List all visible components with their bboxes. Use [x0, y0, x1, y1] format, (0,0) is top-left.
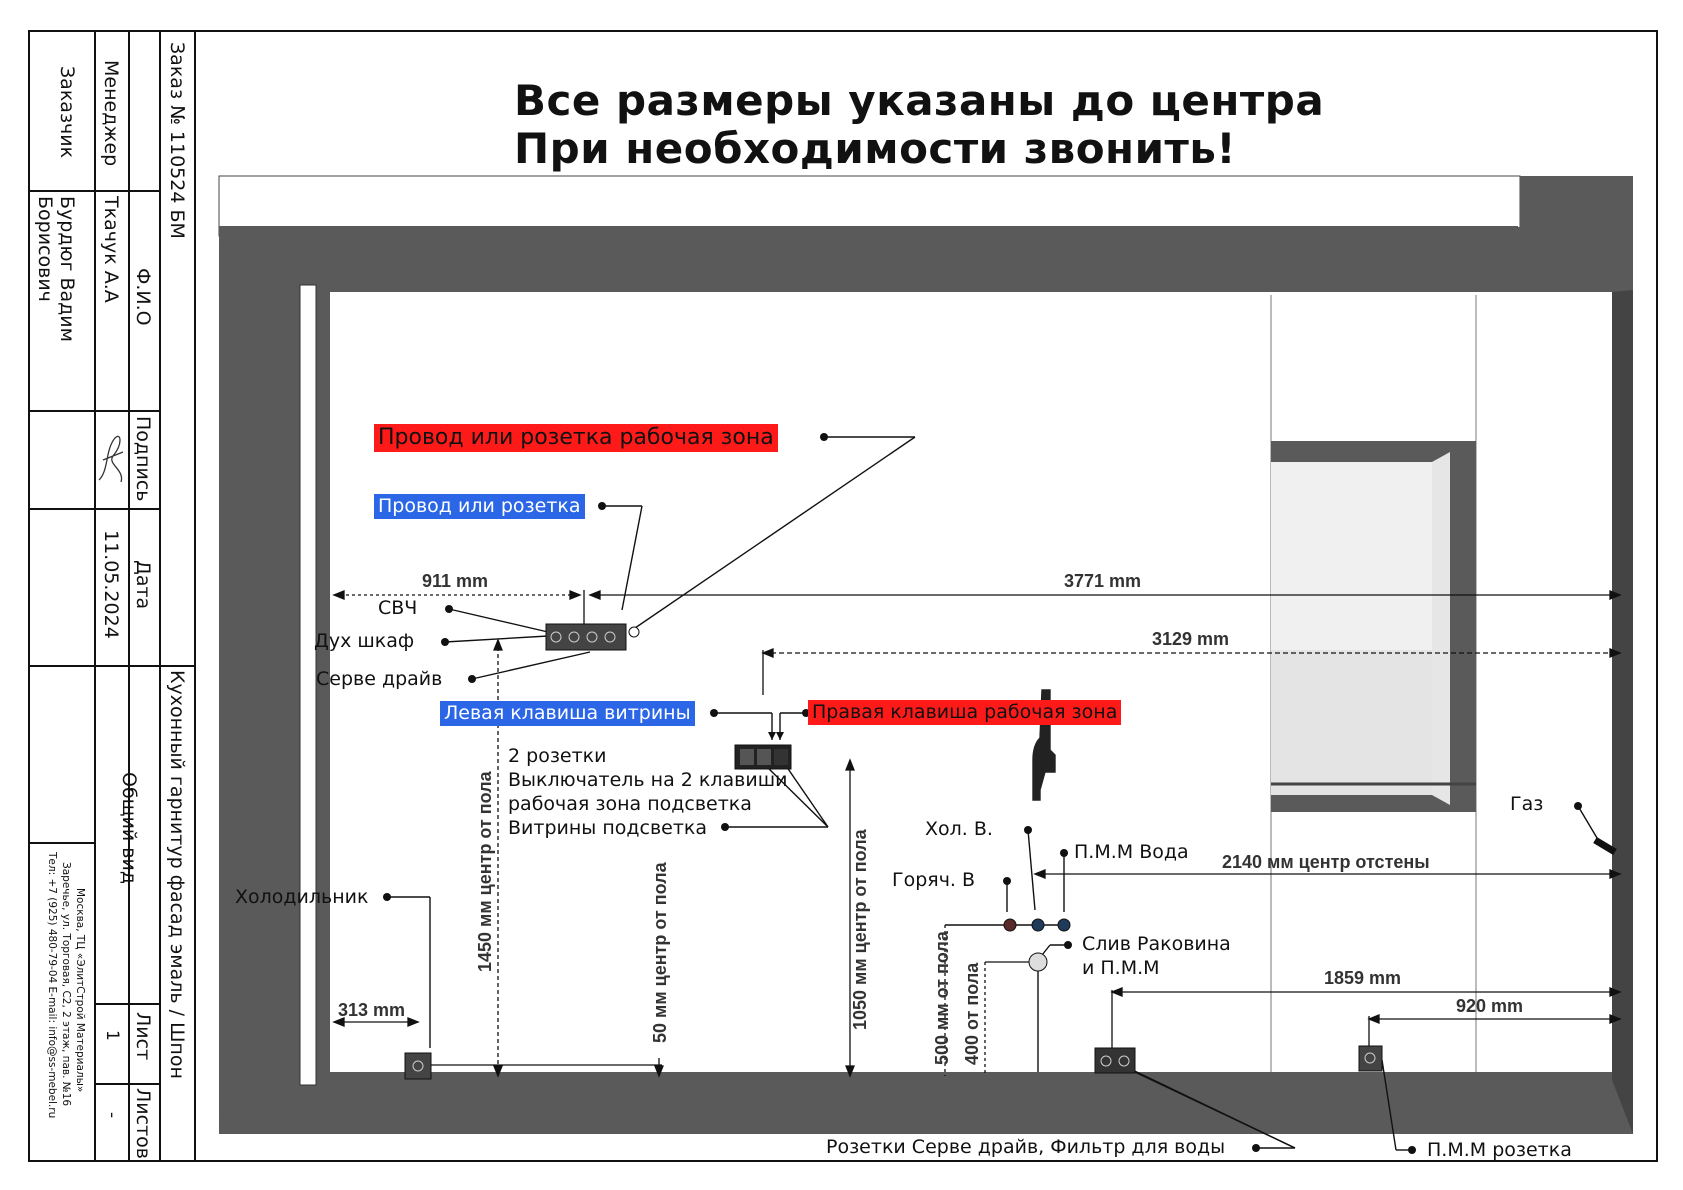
- dim-1859: 1859 mm: [1324, 968, 1402, 988]
- label-two-outlets-2: Выключатель на 2 клавиши: [508, 769, 788, 791]
- company-line1: Москва, ТЦ «ЭлитСтрой Материалы»: [74, 888, 86, 1093]
- company-line2: Заречье, ул. Торговая, С2, 2 этаж, пав. …: [60, 862, 72, 1107]
- drawing-frame: [28, 30, 1658, 1162]
- label-oven: Дух шкаф: [314, 630, 415, 652]
- dim-500: 500 мм от пола: [932, 931, 952, 1065]
- tb-divider: [159, 30, 161, 1162]
- signature-label: Подпись: [132, 416, 154, 502]
- customer-name-line2: Борисович: [34, 196, 56, 302]
- dim-911: 911 mm: [422, 571, 489, 591]
- dim-50: 50 мм центр от пола: [650, 862, 670, 1043]
- dim-313: 313 mm: [338, 1000, 406, 1020]
- tb-divider: [128, 1003, 130, 1162]
- label-gas: Газ: [1510, 793, 1544, 815]
- project-name: Кухонный гарнитур фасад эмаль / Шпон: [166, 670, 188, 1079]
- label-dishwasher-outlet: П.М.М розетка: [1427, 1139, 1572, 1161]
- fio-label: Ф.И.О: [132, 268, 154, 326]
- callout-red-work-zone: Провод или розетка рабочая зона: [374, 424, 778, 452]
- customer-name-line1: Бурдюг Вадим: [56, 196, 78, 342]
- socket-block-4: [545, 623, 627, 651]
- label-drain-2: и П.М.М: [1082, 957, 1160, 979]
- label-two-outlets-3: рабочая зона подсветка: [508, 793, 752, 815]
- label-cold-water: Хол. В.: [925, 818, 993, 840]
- label-fridge: Холодильник: [235, 886, 369, 908]
- tb-divider: [28, 410, 160, 412]
- label-bottom-outlets: Розетки Серве драйв, Фильтр для воды: [826, 1136, 1226, 1158]
- tb-divider: [28, 842, 94, 844]
- dim-1450: 1450 мм центр от пола: [475, 771, 495, 972]
- manager-label: Менеджер: [100, 60, 122, 167]
- date-label: Дата: [132, 560, 154, 610]
- room-shell: [218, 175, 1633, 1134]
- label-hot-water: Горяч. В: [892, 869, 976, 891]
- dim-3129: 3129 mm: [1152, 629, 1230, 649]
- company-line3: Тел: +7 (925) 480-79-04 E-mail: info@ss-…: [46, 852, 58, 1119]
- tb-divider: [94, 1083, 160, 1085]
- headline-line2: При необходимости звонить!: [514, 124, 1237, 173]
- manager-name: Ткачук А.А: [100, 196, 122, 303]
- tb-divider: [28, 665, 194, 667]
- label-two-outlets-1: 2 розетки: [508, 745, 607, 767]
- date-value: 11.05.2024: [100, 530, 122, 639]
- tb-divider: [94, 1003, 160, 1005]
- label-drain-1: Слив Раковина: [1082, 933, 1231, 955]
- order-number: Заказ № 110524 БМ: [166, 42, 188, 239]
- customer-label: Заказчик: [56, 66, 78, 159]
- callout-blue-left-key: Левая клавиша витрины: [440, 701, 695, 726]
- tb-divider: [94, 30, 96, 1162]
- dimension-lines: [332, 590, 1622, 1078]
- callout-blue-wire: Провод или розетка: [374, 494, 585, 519]
- sheets-value: -: [102, 1112, 122, 1119]
- dim-3771: 3771 mm: [1064, 571, 1142, 591]
- view-name: Общий вид: [118, 772, 140, 884]
- sheets-label: Листов: [132, 1088, 154, 1159]
- dim-1050: 1050 мм центр от пола: [850, 829, 870, 1030]
- label-serve: Серве драйв: [316, 668, 443, 690]
- callout-red-right-key: Правая клавиша рабочая зона: [808, 700, 1122, 725]
- label-svch: СВЧ: [378, 597, 418, 619]
- headline-line1: Все размеры указаны до центра: [514, 76, 1325, 125]
- tb-divider: [28, 190, 160, 192]
- signature-mark: [98, 435, 124, 483]
- dim-2140: 2140 мм центр отстены: [1222, 852, 1430, 872]
- devices: [383, 433, 1617, 1154]
- dim-920: 920 mm: [1456, 996, 1524, 1016]
- dim-400: 400 от пола: [962, 962, 982, 1065]
- sheet-value: 1: [102, 1030, 122, 1041]
- tb-divider: [194, 30, 196, 1162]
- label-dishwasher-water: П.М.М Вода: [1074, 841, 1189, 863]
- label-two-outlets-4: Витрины подсветка: [508, 817, 708, 839]
- tb-divider: [28, 508, 160, 510]
- sheet-label: Лист: [132, 1012, 154, 1061]
- tb-divider: [128, 30, 130, 1162]
